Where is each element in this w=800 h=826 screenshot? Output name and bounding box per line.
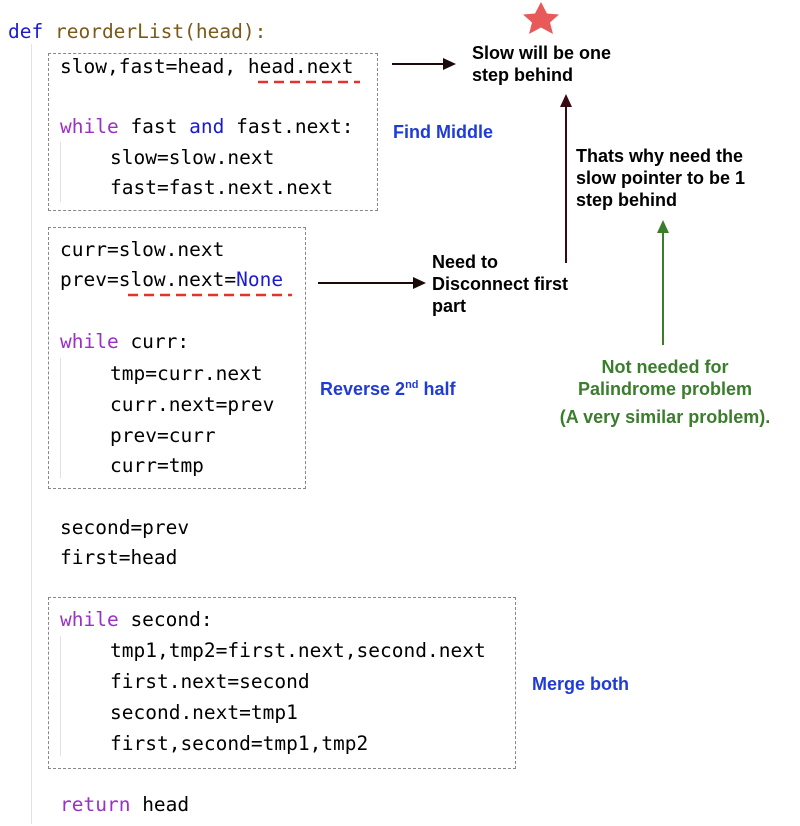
code-text: . — [294, 55, 307, 78]
code-line-while-fast: while fast and fast.next: — [60, 115, 354, 139]
while-keyword: while — [60, 330, 119, 353]
code-line: first=head — [60, 546, 178, 569]
indent-guide — [60, 636, 61, 756]
annotation-merge-both: Merge both — [532, 674, 629, 694]
code-text: slow,fast=head, — [60, 55, 248, 78]
code-line-return: return head — [60, 793, 189, 817]
annotation-slow-behind: Slow will be one step behind — [472, 42, 611, 86]
code-line-prev-none: prev=slow.next=None — [60, 268, 283, 292]
reverse-box — [48, 227, 306, 489]
find-middle-box — [48, 53, 378, 211]
function-def-line: def reorderList(head): — [8, 20, 266, 44]
annotation-line: (A very similar problem). — [559, 407, 771, 427]
merge-box — [48, 597, 516, 769]
code-line: curr=slow.next — [60, 238, 225, 261]
code-line: fast=fast.next.next — [110, 176, 334, 199]
code-line: prev=curr — [110, 424, 216, 447]
indent-guide — [31, 44, 32, 824]
indent-guide — [60, 142, 61, 202]
arrow-head — [413, 277, 426, 289]
annotation-text: Reverse 2 — [320, 379, 406, 399]
annotation-line: Slow will be one — [472, 43, 612, 63]
code-text: low.next= — [130, 268, 237, 291]
annotation-line: Not needed for — [601, 357, 729, 377]
code-text: second: — [118, 608, 213, 631]
annotation-line: Thats why need the — [576, 146, 744, 166]
annotation-disconnect: Need to Disconnect first part — [432, 251, 568, 317]
code-text: curr: — [118, 330, 190, 353]
code-line: curr.next=prev — [110, 393, 275, 416]
return-keyword: return — [60, 793, 131, 816]
annotation-line: step behind — [576, 190, 678, 210]
arrow-head — [657, 220, 669, 233]
def-keyword: def — [8, 20, 44, 43]
code-line: slow=slow.next — [110, 146, 275, 169]
and-keyword: and — [189, 115, 225, 138]
star-icon — [523, 2, 559, 34]
annotation-find-middle: Find Middle — [393, 122, 493, 142]
code-text: next — [306, 55, 354, 78]
annotation-superscript: nd — [405, 379, 419, 391]
annotation-thats-why: Thats why need the slow pointer to be 1 … — [576, 145, 745, 211]
annotation-reverse: Reverse 2nd half — [320, 378, 456, 400]
code-line-while-curr: while curr: — [60, 330, 189, 354]
annotation-not-needed: Not needed for Palindrome problem (A ver… — [520, 356, 800, 428]
code-line: tmp=curr.next — [110, 362, 263, 385]
annotation-line: part — [432, 296, 467, 316]
code-line-while-second: while second: — [60, 608, 213, 632]
annotation-line: Need to — [432, 252, 499, 272]
code-text: head — [130, 793, 190, 816]
code-text: fast — [118, 115, 190, 138]
while-keyword: while — [60, 608, 119, 631]
code-text: fast.next: — [224, 115, 354, 138]
code-line: first,second=tmp1,tmp2 — [110, 732, 369, 755]
code-line: second=prev — [60, 516, 190, 539]
annotation-line: step behind — [472, 65, 574, 85]
arrow-head — [443, 58, 456, 70]
code-line: second.next=tmp1 — [110, 701, 298, 724]
annotation-line: Palindrome problem — [577, 379, 753, 399]
code-line: curr=tmp — [110, 454, 204, 477]
arrow-head — [560, 94, 572, 107]
annotation-text: half — [418, 379, 456, 399]
code-line: tmp1,tmp2=first.next,second.next — [110, 639, 486, 662]
code-line-slow-fast-init: slow,fast=head, head.next — [60, 55, 354, 79]
code-text: prev=s — [60, 268, 131, 291]
code-line: first.next=second — [110, 670, 310, 693]
function-name: reorderList — [54, 20, 185, 43]
code-text: head — [247, 55, 295, 78]
annotation-line: slow pointer to be 1 — [576, 168, 746, 188]
function-params: (head): — [184, 20, 267, 43]
none-literal: None — [236, 268, 284, 291]
indent-guide — [60, 358, 61, 478]
while-keyword: while — [60, 115, 119, 138]
annotation-line: Disconnect first — [432, 274, 569, 294]
